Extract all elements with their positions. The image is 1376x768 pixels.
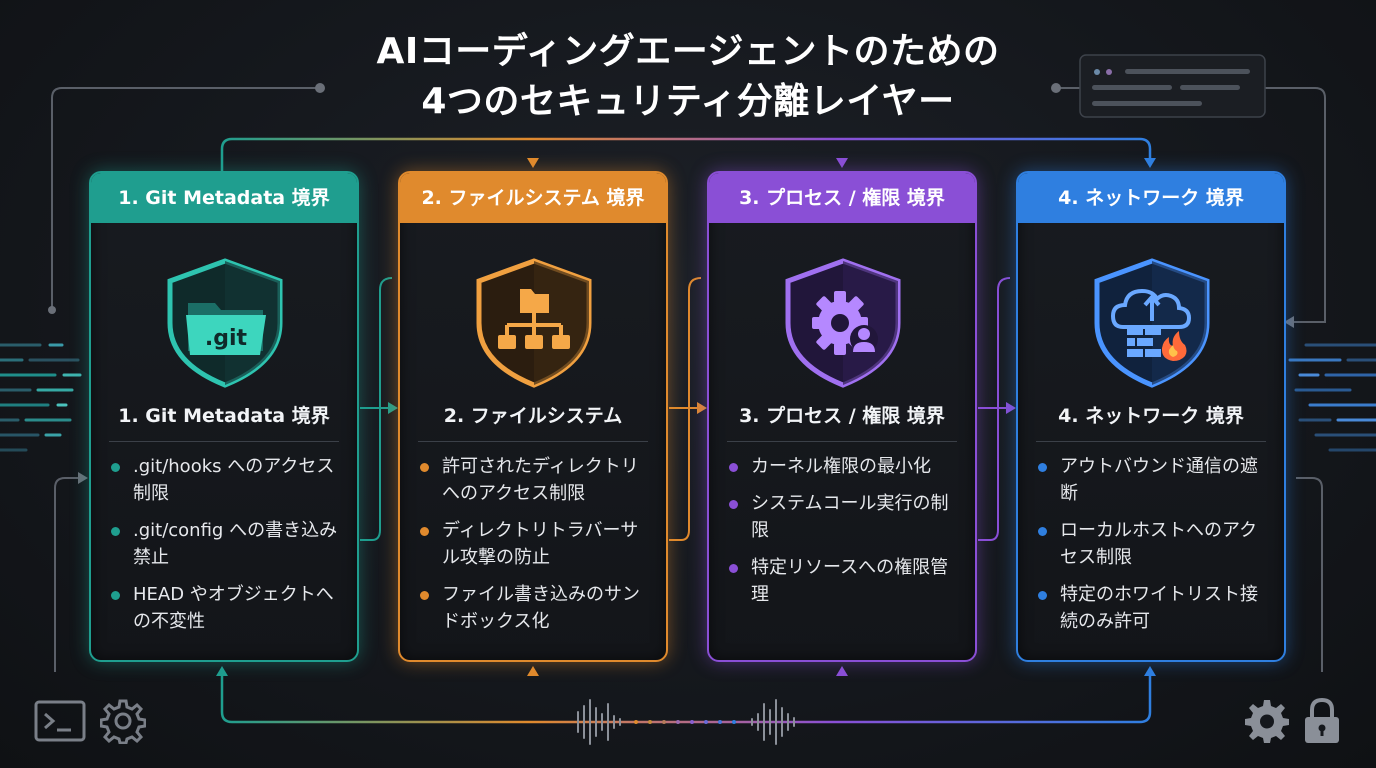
page-title-line1: AIコーディングエージェントのための <box>376 31 1000 72</box>
card-filesystem: 2. ファイルシステム 境界 2. ファイルシステム 許可されたディレクトリへの… <box>398 171 668 662</box>
list-item: 許可されたディレクトリへのアクセス制限 <box>416 453 654 507</box>
card-header: 3. プロセス / 権限 境界 <box>709 173 975 223</box>
card-subtitle: 2. ファイルシステム <box>443 405 623 427</box>
divider <box>418 441 648 442</box>
git-icon-label: .git <box>205 326 248 351</box>
lock-icon <box>1305 697 1339 743</box>
list-item: 特定リソースへの権限管理 <box>725 554 963 608</box>
card-header: 2. ファイルシステム 境界 <box>400 173 666 223</box>
gear-icon <box>100 699 146 744</box>
list-item: ファイル書き込みのサンドボックス化 <box>416 581 654 635</box>
list-item: アウトバウンド通信の遮断 <box>1034 453 1272 507</box>
gear-user-shield-icon <box>778 253 908 393</box>
terminal-icon <box>34 700 86 742</box>
feature-list: .git/hooks へのアクセス制限 .git/config への書き込み禁止… <box>107 453 345 645</box>
card-subtitle: 3. プロセス / 権限 境界 <box>739 405 945 427</box>
list-item: システムコール実行の制限 <box>725 490 963 544</box>
list-item: HEAD やオブジェクトへの不変性 <box>107 581 345 635</box>
feature-list: 許可されたディレクトリへのアクセス制限 ディレクトリトラバーサル攻撃の防止 ファ… <box>416 453 654 645</box>
feature-list: アウトバウンド通信の遮断 ローカルホストへのアクセス制限 特定のホワイトリスト接… <box>1034 453 1272 645</box>
list-item: .git/hooks へのアクセス制限 <box>107 453 345 507</box>
card-header: 4. ネットワーク 境界 <box>1018 173 1284 223</box>
card-subtitle: 4. ネットワーク 境界 <box>1058 405 1244 427</box>
list-item: ディレクトリトラバーサル攻撃の防止 <box>416 517 654 571</box>
list-item: .git/config への書き込み禁止 <box>107 517 345 571</box>
feature-list: カーネル権限の最小化 システムコール実行の制限 特定リソースへの権限管理 <box>725 453 963 618</box>
card-process-permission: 3. プロセス / 権限 境界 3. プロセス / 権限 境界 カーネル権 <box>707 171 977 662</box>
divider <box>1036 441 1266 442</box>
git-folder-shield-icon: .git <box>160 253 290 393</box>
divider <box>109 441 339 442</box>
cloud-firewall-shield-icon <box>1087 253 1217 393</box>
page-title-line2: 4つのセキュリティ分離レイヤー <box>421 81 955 122</box>
list-item: 特定のホワイトリスト接続のみ許可 <box>1034 581 1272 635</box>
folder-tree-shield-icon <box>469 253 599 393</box>
card-network: 4. ネットワーク 境界 4. ネットワーク 境界 アウトバウンド通信の遮断 ロ… <box>1016 171 1286 662</box>
settings-gear-icon <box>1245 700 1289 743</box>
card-header: 1. Git Metadata 境界 <box>91 173 357 223</box>
card-subtitle: 1. Git Metadata 境界 <box>118 405 330 427</box>
card-git-metadata: 1. Git Metadata 境界 .git 1. Git Metadata … <box>89 171 359 662</box>
list-item: ローカルホストへのアクセス制限 <box>1034 517 1272 571</box>
divider <box>727 441 957 442</box>
list-item: カーネル権限の最小化 <box>725 453 963 480</box>
